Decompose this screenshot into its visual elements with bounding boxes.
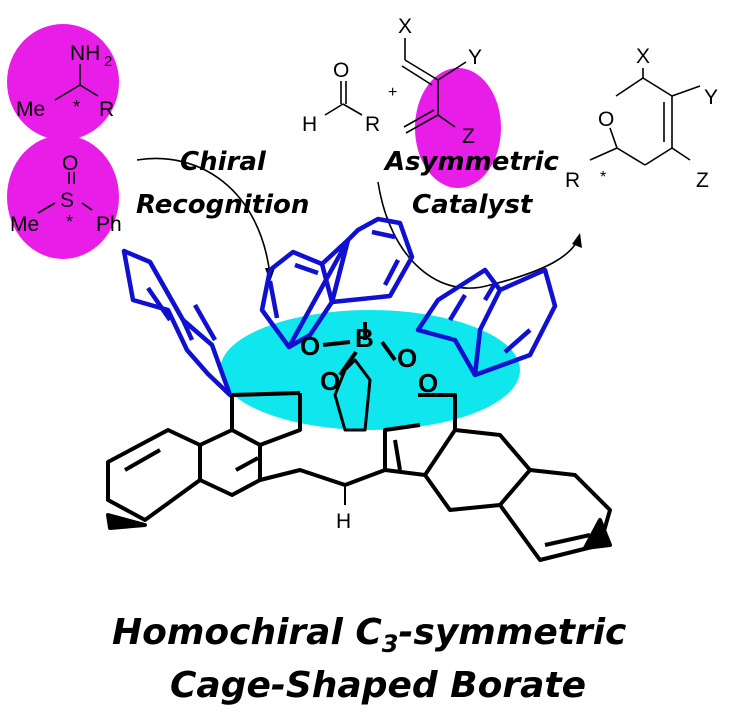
naphthyl-top [259,216,415,350]
product-o: O [598,108,614,131]
amine-structure [54,64,99,101]
sulfoxide-o: O [62,152,78,175]
title-part: Homochiral C [112,612,382,653]
oxygen-atom: O [418,368,438,398]
title-part: -symmetric [398,612,626,653]
sulfoxide-ph: Ph [96,213,122,236]
amine-me: Me [16,98,45,121]
naphthyl-right [415,267,558,378]
label-asymmetric: Asymmetric [383,147,560,177]
product-x: X [636,45,650,68]
anthracene-frame-left [106,391,346,530]
oxygen-atom: O [320,366,340,396]
diene-x: X [398,15,412,38]
aldehyde-o: O [333,59,349,82]
title-line-2: Cage-Shaped Borate [170,665,586,706]
diene-y: Y [468,46,482,69]
plus-sign: + [388,84,397,101]
title-subscript: 3 [382,630,399,658]
product-r: R [565,169,580,192]
recognition-arrow [136,157,271,276]
oxygen-atom: O [300,331,320,361]
product-highlight [415,68,501,188]
aldehyde-bonds [324,81,363,116]
amine-r: R [99,98,114,121]
sulfoxide-star: * [66,212,73,232]
diene-z: Z [462,125,475,148]
aldehyde-r: R [365,113,380,136]
amine-subscript: 2 [104,53,112,70]
cage-h: H [336,510,351,533]
label-chiral: Chiral [180,147,267,177]
sulfoxide-s: S [60,189,74,212]
sulfoxide-highlight [7,135,119,259]
amine-star: * [73,97,80,117]
amine-highlight [7,24,119,140]
sulfoxide-bonds [37,172,93,214]
naphthyl-left [121,248,233,398]
borate-core [322,322,397,432]
label-recognition: Recognition [136,190,309,220]
product-z: Z [696,169,709,192]
arrow-head-icon [572,233,582,248]
label-catalyst: Catalyst [412,190,534,220]
product-y: Y [704,86,718,109]
boron-atom: B [355,323,374,353]
product-star: * [600,169,606,186]
sulfoxide-me: Me [10,213,39,236]
diene-bonds [401,38,467,134]
amine-nh: NH [70,42,100,65]
aldehyde-h: H [302,113,317,136]
oxygen-atom: O [397,343,417,373]
product-bonds [589,68,701,166]
title-line-1: Homochiral C3-symmetric [112,612,626,658]
anthracene-frame-right [344,393,612,562]
catalysis-arrow [377,181,579,289]
